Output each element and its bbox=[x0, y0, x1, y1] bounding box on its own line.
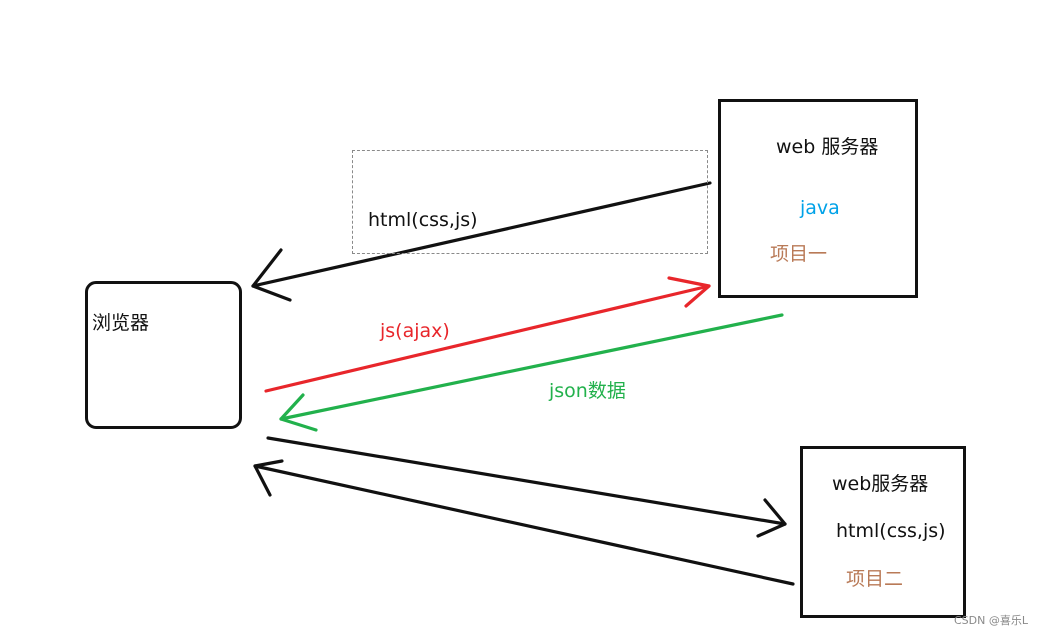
html-response-label: html(css,js) bbox=[368, 209, 478, 231]
browser-label: 浏览器 bbox=[92, 312, 150, 334]
web-server-1-project: 项目一 bbox=[770, 243, 828, 265]
json-response-label: json数据 bbox=[549, 380, 626, 402]
web-server-2-project: 项目二 bbox=[846, 568, 904, 590]
web-server-1-node bbox=[718, 99, 918, 298]
html-label-frame bbox=[352, 150, 708, 254]
web-server-2-content: html(css,js) bbox=[836, 520, 946, 542]
json-response-arrow bbox=[279, 313, 784, 432]
ajax-request-arrow bbox=[264, 276, 711, 393]
web-server-2-node bbox=[800, 446, 966, 618]
web-server-1-language: java bbox=[800, 197, 840, 219]
browser-node bbox=[85, 281, 242, 429]
response-from-server2-arrow bbox=[253, 459, 795, 586]
request-to-server2-arrow bbox=[266, 436, 787, 538]
web-server-1-title: web 服务器 bbox=[776, 136, 879, 158]
ajax-request-label: js(ajax) bbox=[380, 320, 450, 342]
watermark: CSDN @喜乐L bbox=[954, 614, 1028, 627]
html-response-arrow bbox=[251, 181, 712, 302]
web-server-2-title: web服务器 bbox=[832, 473, 929, 495]
